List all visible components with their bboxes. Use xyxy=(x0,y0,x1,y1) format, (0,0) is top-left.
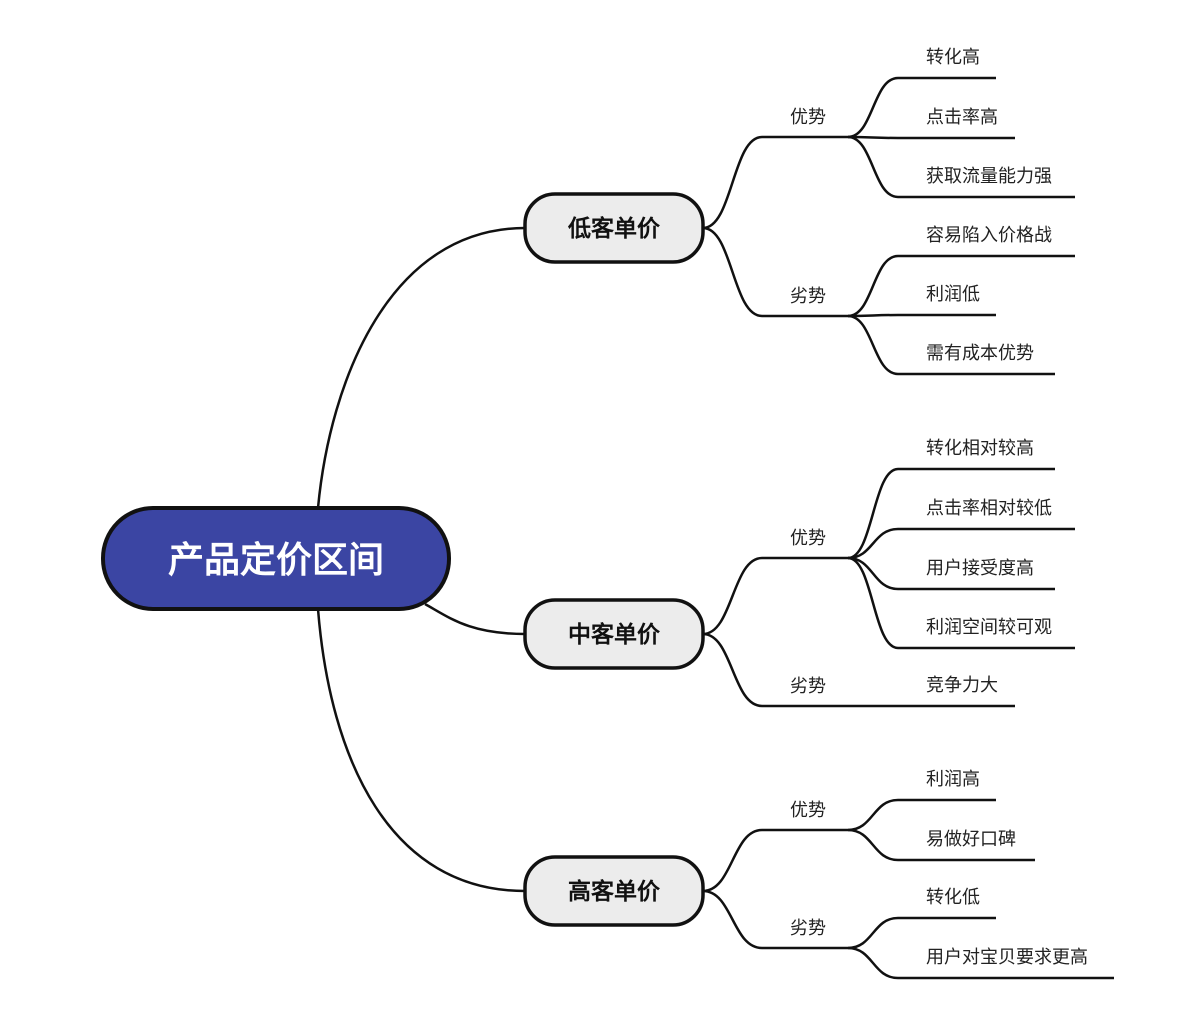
category-label: 优势 xyxy=(790,528,826,549)
leaf-label: 转化相对较高 xyxy=(926,438,1034,459)
branch-node[interactable] xyxy=(523,192,705,264)
category-label: 优势 xyxy=(790,107,826,128)
category-to-leaf-edge xyxy=(847,314,899,376)
branch-node-label: 低客单价 xyxy=(567,215,661,242)
branch-to-category-edge xyxy=(702,632,763,708)
mindmap-nodes: 产品定价区间 低客单价优势转化高点击率高获取流量能力强劣势容易陷入价格战利润低需… xyxy=(101,47,1088,968)
branch-to-category-edge xyxy=(702,828,763,893)
root-node[interactable] xyxy=(101,506,451,611)
branch-node[interactable] xyxy=(523,855,705,927)
category-to-leaf-edge xyxy=(847,254,899,318)
leaf-label: 用户对宝贝要求更高 xyxy=(926,947,1088,968)
category-label: 劣势 xyxy=(790,286,826,307)
branch-to-category-edge xyxy=(702,135,763,230)
root-to-branch-edge xyxy=(424,602,526,636)
category-to-leaf-edge xyxy=(847,556,899,650)
root-to-branch-edge xyxy=(316,226,526,509)
category-to-leaf-edge xyxy=(847,946,899,980)
leaf-label: 点击率相对较低 xyxy=(926,498,1052,519)
branch-node[interactable] xyxy=(523,598,705,670)
leaf-label: 用户接受度高 xyxy=(926,558,1034,579)
leaf-label: 转化低 xyxy=(926,887,980,908)
branch-to-category-edge xyxy=(702,226,763,318)
root-to-branch-edge xyxy=(316,608,526,893)
category-to-leaf-edge xyxy=(847,313,899,318)
category-to-leaf-edge xyxy=(847,135,899,199)
category-to-leaf-edge xyxy=(847,76,899,139)
category-to-leaf-edge xyxy=(847,828,899,862)
category-label: 劣势 xyxy=(790,676,826,697)
leaf-label: 利润高 xyxy=(926,769,980,790)
leaf-label: 利润空间较可观 xyxy=(926,617,1052,638)
category-to-leaf-edge xyxy=(847,467,899,560)
leaf-label: 转化高 xyxy=(926,47,980,68)
leaf-label: 获取流量能力强 xyxy=(926,166,1052,187)
leaf-label: 易做好口碑 xyxy=(926,829,1016,850)
branch-node-label: 高客单价 xyxy=(568,878,661,905)
leaf-label: 容易陷入价格战 xyxy=(926,225,1052,246)
branch-node-label: 中客单价 xyxy=(568,621,661,648)
category-label: 优势 xyxy=(790,800,826,821)
category-to-leaf-edge xyxy=(847,916,899,950)
category-to-leaf-edge xyxy=(847,527,899,560)
branch-to-category-edge xyxy=(702,889,763,950)
branch-to-category-edge xyxy=(702,556,763,636)
connector-lines xyxy=(316,76,1114,980)
leaf-label: 利润低 xyxy=(926,284,980,305)
category-label: 劣势 xyxy=(790,918,826,939)
leaf-label: 点击率高 xyxy=(926,107,998,128)
category-to-leaf-edge xyxy=(847,798,899,832)
leaf-label: 需有成本优势 xyxy=(926,343,1034,364)
leaf-label: 竞争力大 xyxy=(926,675,998,696)
root-node-label: 产品定价区间 xyxy=(168,540,384,581)
